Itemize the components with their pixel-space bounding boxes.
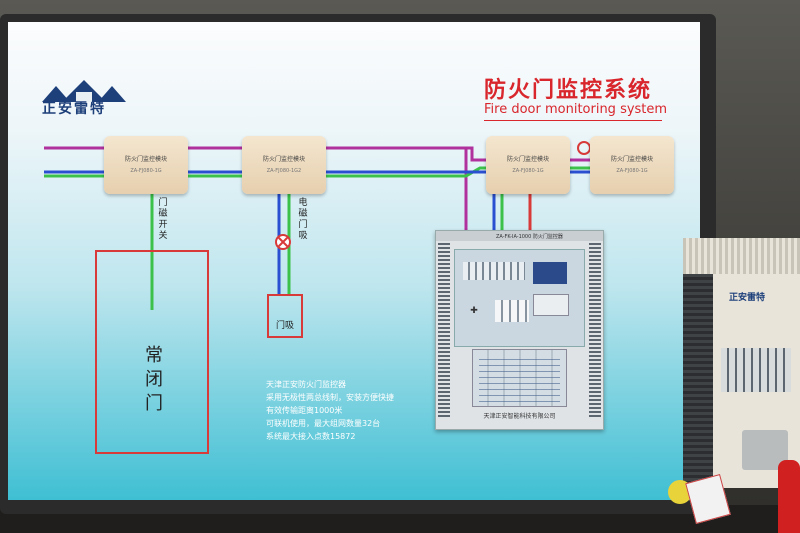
module-name: 防火门监控模块 bbox=[262, 156, 305, 163]
brand-logo-icon bbox=[42, 80, 126, 102]
monitor-module-4: 防火门监控模块 ZA-FJ080-1G bbox=[590, 136, 674, 194]
module-serial: ZA-FJ080-1G bbox=[616, 168, 648, 174]
description-text: 天津正安防火门监控器 采用无极性两总线制，安装方便快捷 有效传输距离1000米 … bbox=[266, 378, 394, 443]
cabinet-logo: 正安雷特 bbox=[729, 293, 766, 303]
description-line: 天津正安防火门监控器 bbox=[266, 380, 346, 389]
junction-icon bbox=[577, 141, 591, 155]
door-switch-label: 门磁开关 bbox=[158, 198, 168, 241]
fire-extinguisher bbox=[778, 460, 800, 533]
printer-slot bbox=[533, 294, 569, 316]
module-name: 防火门监控模块 bbox=[124, 156, 167, 163]
monitor-module-1: 防火门监控模块 ZA-FJ080-1G bbox=[104, 136, 188, 194]
module-serial: ZA-FJ080-1G2 bbox=[266, 168, 302, 174]
brand-logo-text: 正安雷特 bbox=[42, 101, 106, 117]
board-title-en: Fire door monitoring system bbox=[484, 102, 668, 117]
monitor-module-2: 防火门监控模块 ZA-FJ080-1G2 bbox=[242, 136, 326, 194]
panel-model: ZA-FK-IA-1000 防火门监控器 bbox=[496, 234, 563, 240]
indicator-row bbox=[463, 262, 525, 280]
status-led-grid bbox=[472, 349, 567, 407]
control-area: ✚ bbox=[454, 249, 585, 347]
lcd-screen bbox=[533, 262, 567, 284]
module-name: 防火门监控模块 bbox=[506, 156, 549, 163]
lock-label: 电磁门吸 bbox=[298, 198, 308, 241]
description-line: 有效传输距离1000米 bbox=[266, 406, 343, 415]
panel-header: ZA-FK-IA-1000 防火门监控器 bbox=[436, 231, 603, 241]
title-divider bbox=[484, 120, 662, 121]
normally-closed-door: 常闭门 bbox=[95, 250, 209, 454]
description-line: 采用无极性两总线制，安装方便快捷 bbox=[266, 393, 394, 402]
door-label: 常闭门 bbox=[145, 345, 163, 414]
fire-door-monitor-panel: ZA-FK-IA-1000 防火门监控器 ✚ 天津正安智能科技有限公司 bbox=[435, 230, 604, 430]
description-line: 可联机使用，最大组网数量32台 bbox=[266, 419, 381, 428]
cabinet-vent bbox=[683, 238, 800, 274]
door-holder: 门吸 bbox=[267, 294, 303, 338]
module-serial: ZA-FJ080-1G bbox=[130, 168, 162, 174]
cabinet-side bbox=[683, 274, 713, 488]
cabinet-indicators bbox=[721, 348, 791, 392]
module-serial: ZA-FJ080-1G bbox=[512, 168, 544, 174]
keypad bbox=[495, 300, 529, 322]
description-line: 系统最大接入点数15872 bbox=[266, 432, 356, 441]
module-name: 防火门监控模块 bbox=[610, 156, 653, 163]
monitor-module-3: 防火门监控模块 ZA-FJ080-1G bbox=[486, 136, 570, 194]
panel-company: 天津正安智能科技有限公司 bbox=[483, 413, 556, 420]
direction-keys-icon: ✚ bbox=[470, 306, 478, 316]
vent-right bbox=[589, 243, 601, 419]
vent-left bbox=[438, 243, 450, 419]
holder-label: 门吸 bbox=[275, 321, 294, 331]
board-title-cn: 防火门监控系统 bbox=[484, 78, 653, 103]
